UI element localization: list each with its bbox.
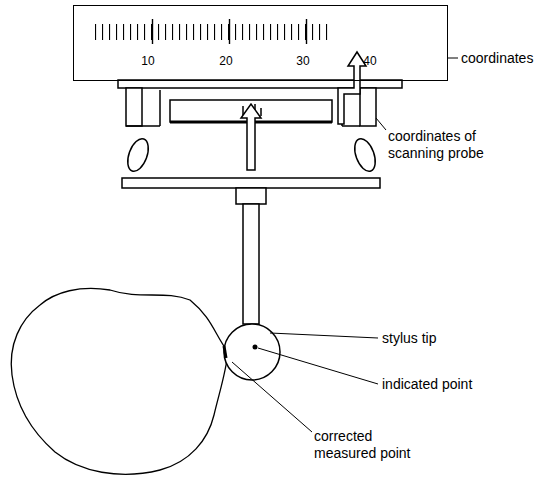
indicated-point: [253, 345, 258, 350]
scale-number: 20: [219, 54, 232, 68]
scale-box: 10 20 30 40: [73, 5, 448, 81]
callout-label: coordinates of scanning probe: [388, 128, 503, 162]
workpiece: [11, 288, 228, 474]
callout-label: coordinates: [461, 50, 531, 67]
hollow-arrows: [241, 52, 366, 170]
scale-ticks: [95, 19, 333, 44]
probe-housing: [118, 80, 402, 324]
callout-label: corrected measured point: [314, 428, 424, 462]
callout-label: stylus tip: [382, 330, 436, 347]
scale-number: 10: [141, 54, 154, 68]
contact-point: [224, 346, 226, 358]
scale-number: 30: [296, 54, 309, 68]
callout-label: indicated point: [382, 376, 472, 393]
scale-number: 40: [363, 54, 376, 68]
